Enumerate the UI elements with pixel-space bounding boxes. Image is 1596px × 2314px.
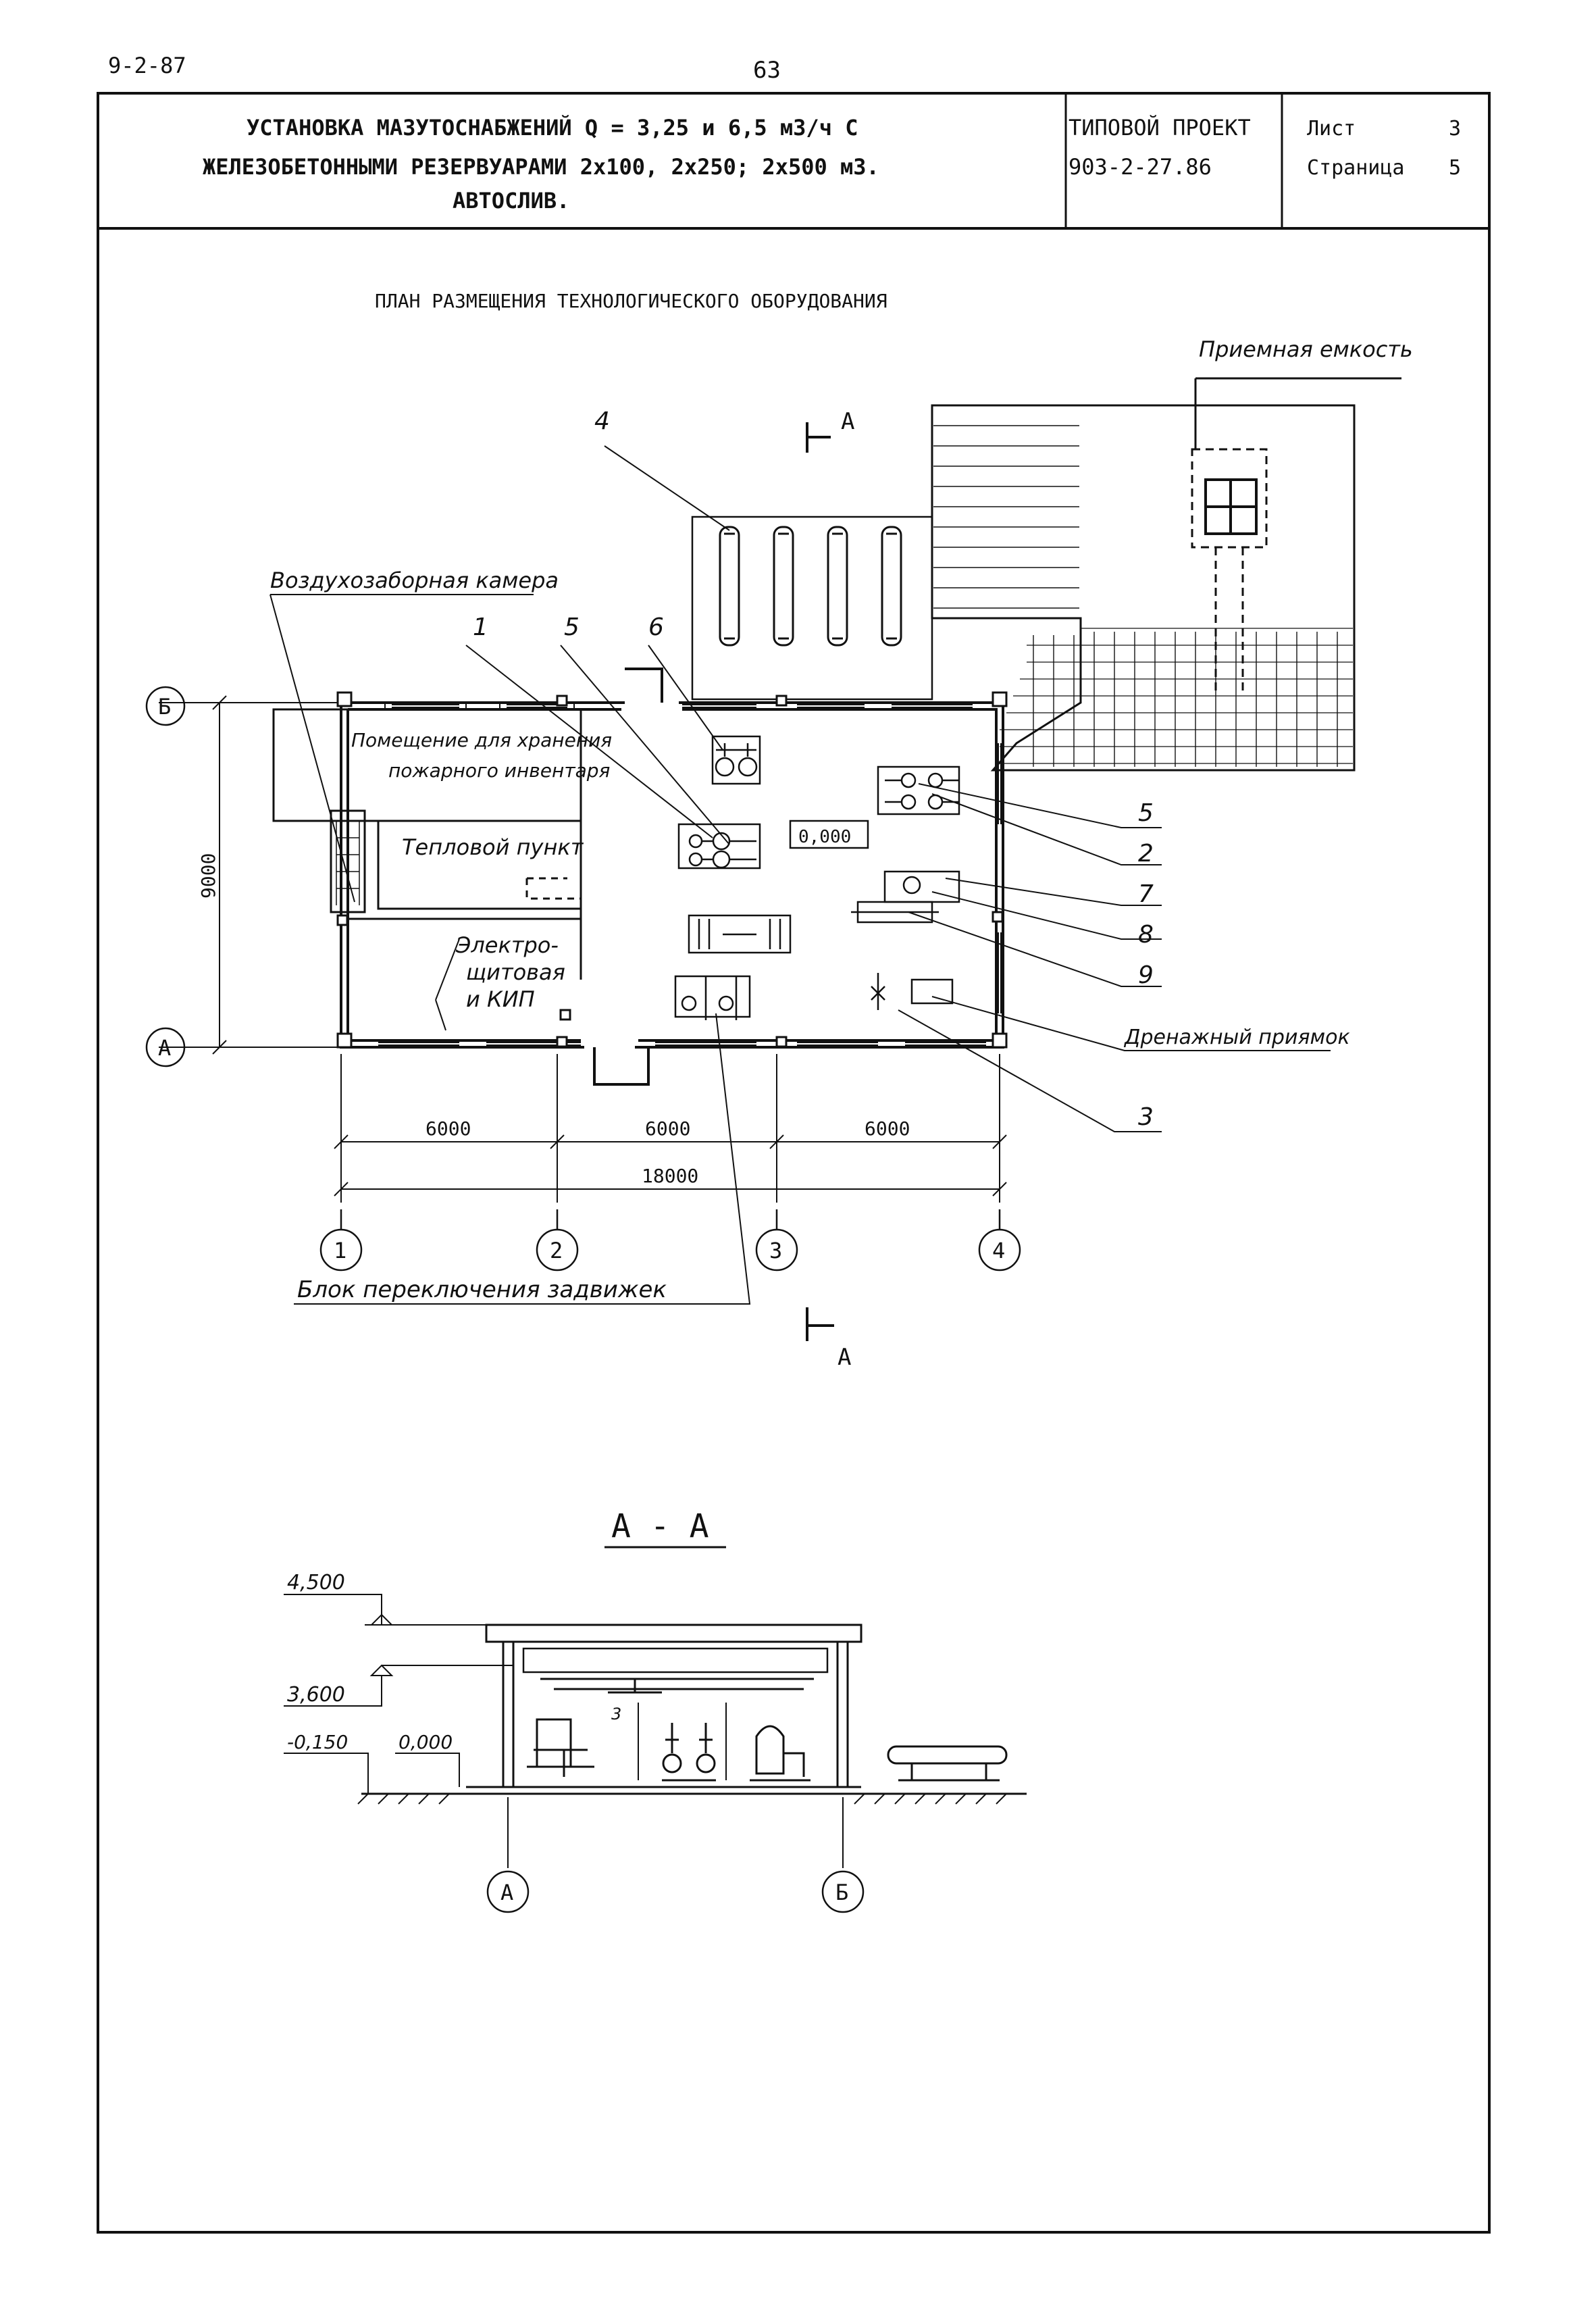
elev-top: 4,500 — [287, 1571, 345, 1594]
series-code: 9-2-87 — [108, 53, 186, 78]
elev-floor: 0,000 — [398, 1731, 453, 1753]
sheet-frame — [97, 92, 1491, 2234]
interior-rooms — [272, 691, 1008, 1049]
callout-7: 7 — [1138, 880, 1154, 908]
section-title: А - А — [611, 1507, 709, 1545]
drain-pit-label: Дренажный приямок — [1123, 1026, 1350, 1049]
fire-room-label-2: пожарного инвентаря — [388, 759, 610, 782]
page-value: 5 — [1449, 156, 1461, 180]
callout-2: 2 — [1138, 840, 1154, 867]
elev-ground: -0,150 — [287, 1731, 348, 1753]
section-axis-b: Б — [835, 1880, 848, 1905]
callout-9: 9 — [1138, 961, 1154, 989]
receiving-tank-label: Приемная емкость — [1199, 336, 1413, 362]
project-number: 903-2-27.86 — [1069, 154, 1212, 180]
electro-label-2: щитовая — [466, 959, 565, 985]
room-labels: Воздухозаборная камера Помещение для хра… — [270, 568, 1350, 1303]
electro-label-1: Электро- — [455, 932, 559, 958]
section-axis-a: А — [500, 1880, 513, 1905]
crane-mark: 3 — [611, 1705, 621, 1724]
floor-plan: Приемная емкость — [145, 336, 1413, 1371]
callout-1: 1 — [473, 613, 488, 641]
callout-8: 8 — [1138, 921, 1154, 949]
axis-row-a: А — [158, 1035, 171, 1061]
section-a-a: А - А 3 4,500 3,600 -0,150 0,000 — [284, 1507, 1027, 1913]
axis-col-4: 4 — [992, 1238, 1005, 1263]
axis-col-1: 1 — [334, 1238, 346, 1263]
dim-total: 18000 — [642, 1165, 698, 1187]
reservoir-area: Приемная емкость — [931, 336, 1413, 772]
title-line-2: ЖЕЛЕЗОБЕТОННЫМИ РЕЗЕРВУАРАМИ 2х100, 2х25… — [203, 154, 879, 180]
section-marks: А А — [806, 408, 854, 1371]
sheet-value: 3 — [1449, 117, 1461, 141]
dim-height: 9000 — [197, 853, 220, 899]
grid-axes: 1 2 3 4 Б А — [145, 686, 1021, 1272]
fire-room-label-1: Помещение для хранения — [351, 729, 612, 751]
electro-label-3: и КИП — [466, 986, 535, 1012]
leader-lines — [269, 445, 1331, 1305]
heat-point-label: Тепловой пункт — [402, 834, 584, 860]
dim-span-1: 6000 — [426, 1117, 471, 1140]
title-line-1: УСТАНОВКА МАЗУТОСНАБЖЕНИЙ Q = 3,25 и 6,5… — [247, 115, 858, 141]
title-block: УСТАНОВКА МАЗУТОСНАБЖЕНИЙ Q = 3,25 и 6,5… — [98, 93, 1489, 230]
plan-heading: ПЛАН РАЗМЕЩЕНИЯ ТЕХНОЛОГИЧЕСКОГО ОБОРУДО… — [375, 290, 887, 312]
axis-col-3: 3 — [769, 1238, 782, 1263]
axis-col-2: 2 — [550, 1238, 563, 1263]
callout-3: 3 — [1138, 1103, 1154, 1131]
dimension-lines: 6000 6000 6000 18000 9000 — [159, 695, 1007, 1203]
sheet-label: Лист — [1307, 117, 1356, 141]
callout-5a: 5 — [564, 613, 580, 641]
section-mark-top: А — [841, 408, 854, 435]
elev-mid: 3,600 — [287, 1683, 345, 1707]
project-label: ТИПОВОЙ ПРОЕКТ — [1069, 115, 1251, 141]
axis-row-b: Б — [158, 694, 171, 720]
level-mark: 0,000 — [798, 827, 851, 847]
callout-5b: 5 — [1138, 799, 1154, 827]
callout-4: 4 — [594, 407, 610, 435]
dim-span-3: 6000 — [865, 1117, 910, 1140]
callouts: 4 1 5 6 5 2 7 8 9 3 — [473, 407, 1154, 1131]
valve-block-label: Блок переключения задвижек — [297, 1276, 667, 1303]
page-number: 63 — [753, 57, 781, 84]
callout-6: 6 — [648, 613, 664, 641]
title-line-3: АВТОСЛИВ. — [453, 188, 569, 213]
air-intake-label: Воздухозаборная камера — [270, 568, 559, 593]
section-mark-bottom: А — [838, 1344, 851, 1371]
page-label: Страница — [1307, 156, 1405, 180]
heat-exchangers — [691, 515, 933, 701]
pump-units: 0,000 — [674, 735, 960, 1020]
dim-span-2: 6000 — [645, 1117, 690, 1140]
